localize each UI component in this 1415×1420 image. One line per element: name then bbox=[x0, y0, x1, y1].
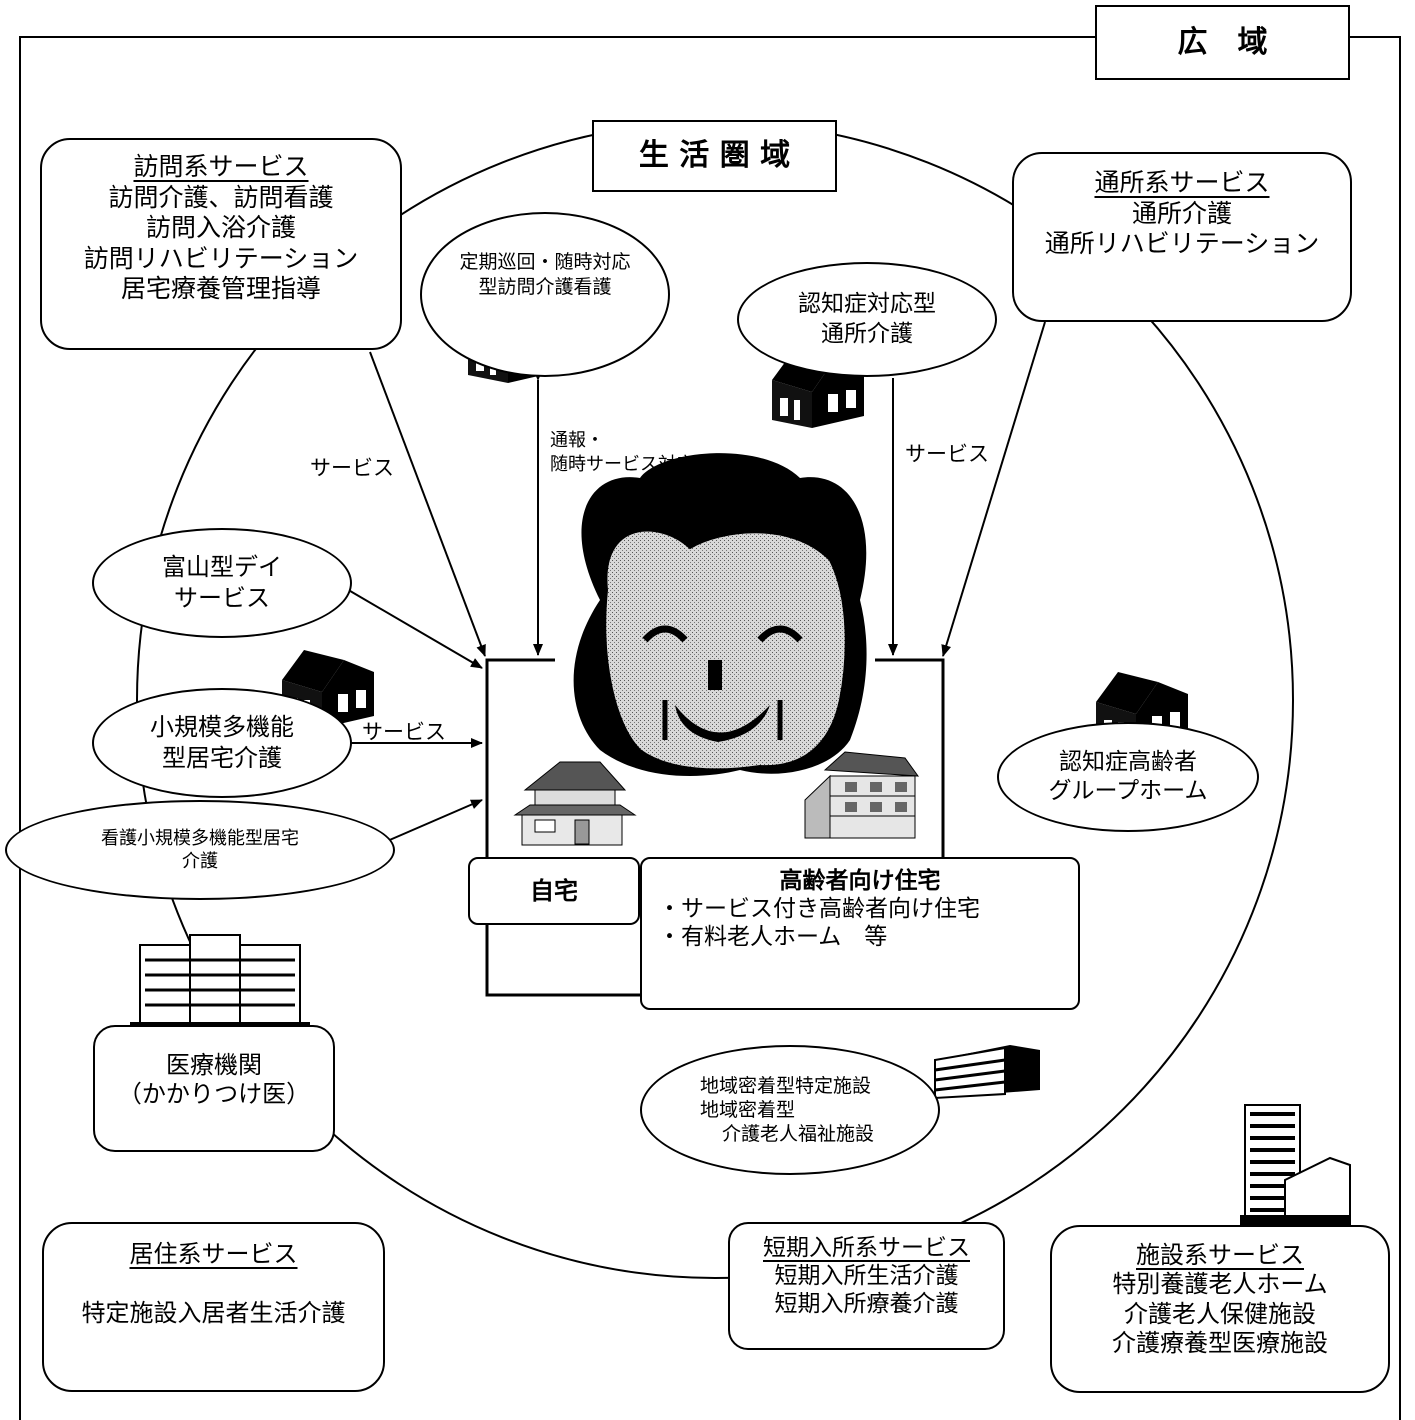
dementia-group-home-line: 認知症高齢者 bbox=[1059, 748, 1197, 775]
wide-area-frame bbox=[19, 36, 1401, 1420]
toyama-day-line: 富山型デイ bbox=[162, 553, 282, 582]
life-area-label: 生 活 圏 域 bbox=[592, 120, 837, 192]
residential-box: 居住系サービス 特定施設入居者生活介護 bbox=[42, 1222, 385, 1392]
central-enclosure bbox=[485, 658, 945, 997]
visit-services-title: 訪問系サービス bbox=[133, 152, 309, 181]
short-stay-item: 短期入所生活介護 bbox=[774, 1263, 959, 1290]
periodic-visit-ellipse: 定期巡回・随時対応 型訪問介護看護 bbox=[420, 212, 670, 377]
medical-line: 医療機関 bbox=[166, 1051, 262, 1079]
arrow-nursing bbox=[384, 799, 483, 843]
tall-facility-icon bbox=[1240, 1104, 1351, 1231]
arrow-day-services bbox=[941, 321, 1046, 657]
elderly-housing-title: 高齢者向け住宅 bbox=[779, 868, 941, 894]
day-services-item: 通所介護 bbox=[1131, 198, 1232, 228]
periodic-visit-line: 型訪問介護看護 bbox=[478, 275, 612, 298]
short-stay-item: 短期入所療養介護 bbox=[774, 1291, 959, 1318]
periodic-visit-line: 定期巡回・随時対応 bbox=[459, 251, 631, 274]
facility-services-item: 介護療養型医療施設 bbox=[1112, 1328, 1328, 1357]
visit-services-item: 訪問リハビリテーション bbox=[83, 243, 359, 273]
dementia-day-ellipse: 認知症対応型 通所介護 bbox=[737, 262, 997, 377]
home-label: 自宅 bbox=[530, 877, 578, 905]
visit-services-box: 訪問系サービス 訪問介護、訪問看護 訪問入浴介護 訪問リハビリテーション 居宅療… bbox=[40, 138, 402, 350]
short-stay-box: 短期入所系サービス 短期入所生活介護 短期入所療養介護 bbox=[728, 1222, 1005, 1350]
visit-services-item: 訪問介護、訪問看護 bbox=[108, 182, 334, 212]
dementia-group-home-line: グループホーム bbox=[1048, 778, 1208, 804]
facility-services-item: 特別養護老人ホーム bbox=[1112, 1270, 1328, 1299]
community-facility-line: 地域密着型 bbox=[700, 1098, 796, 1121]
nursing-small-multi-line: 介護 bbox=[182, 851, 218, 872]
notify-label-1: 通報・ bbox=[550, 430, 604, 451]
facility-services-item: 介護老人保健施設 bbox=[1124, 1299, 1316, 1328]
dementia-group-home-ellipse: 認知症高齢者 グループホーム bbox=[997, 722, 1259, 832]
short-stay-title: 短期入所系サービス bbox=[763, 1235, 970, 1261]
service-label-small-multi: サービス bbox=[362, 720, 446, 744]
small-multi-line: 小規模多機能 bbox=[150, 713, 294, 742]
community-facility-ellipse: 地域密着型特定施設 地域密着型 介護老人福祉施設 bbox=[640, 1045, 940, 1175]
office-building-icon bbox=[934, 1045, 1040, 1100]
facility-services-box: 施設系サービス 特別養護老人ホーム 介護老人保健施設 介護療養型医療施設 bbox=[1050, 1225, 1390, 1393]
life-area-title: 生 活 圏 域 bbox=[638, 138, 791, 173]
medical-box: 医療機関 （かかりつけ医） bbox=[93, 1025, 335, 1152]
toyama-day-line: サービス bbox=[174, 584, 270, 612]
visit-services-item: 訪問入浴介護 bbox=[145, 213, 296, 242]
residential-item: 特定施設入居者生活介護 bbox=[81, 1299, 346, 1328]
service-label-right: サービス bbox=[905, 442, 989, 466]
elderly-housing-item: ・有料老人ホーム 等 bbox=[658, 924, 888, 951]
small-multi-ellipse: 小規模多機能 型居宅介護 bbox=[92, 688, 352, 798]
apartment-icon bbox=[804, 751, 920, 839]
home-box: 自宅 bbox=[468, 857, 640, 925]
elderly-housing-box: 高齢者向け住宅 ・サービス付き高齢者向け住宅 ・有料老人ホーム 等 bbox=[640, 857, 1080, 1010]
nursing-small-multi-line: 看護小規模多機能型居宅 bbox=[101, 827, 299, 849]
nursing-small-multi-ellipse: 看護小規模多機能型居宅 介護 bbox=[5, 800, 395, 900]
arrow-visit bbox=[369, 351, 486, 657]
dementia-day-line: 通所介護 bbox=[821, 320, 913, 347]
dementia-day-line: 認知症対応型 bbox=[798, 291, 936, 318]
residential-title: 居住系サービス bbox=[129, 1240, 298, 1268]
elderly-housing-item: ・サービス付き高齢者向け住宅 bbox=[658, 896, 980, 923]
day-services-box: 通所系サービス 通所介護 通所リハビリテーション bbox=[1012, 152, 1352, 322]
community-facility-line: 介護老人福祉施設 bbox=[722, 1123, 875, 1146]
arrow-toyama bbox=[344, 587, 483, 669]
hospital-building-icon bbox=[130, 934, 310, 1028]
wide-area-title: 広 域 bbox=[1177, 25, 1268, 60]
medical-line: （かかりつけ医） bbox=[117, 1080, 311, 1109]
facility-services-title: 施設系サービス bbox=[1136, 1241, 1304, 1269]
toyama-day-ellipse: 富山型デイ サービス bbox=[92, 528, 352, 638]
wide-area-label: 広 域 bbox=[1095, 5, 1350, 80]
visit-services-item: 居宅療養管理指導 bbox=[120, 274, 321, 303]
day-services-item: 通所リハビリテーション bbox=[1044, 229, 1320, 258]
day-services-title: 通所系サービス bbox=[1094, 168, 1270, 197]
elderly-woman-face-icon bbox=[573, 453, 867, 776]
detached-house-icon bbox=[513, 761, 637, 846]
service-label-left: サービス bbox=[310, 456, 394, 480]
community-facility-line: 地域密着型特定施設 bbox=[700, 1074, 872, 1097]
notify-label-2: 随時サービス対応 bbox=[550, 454, 694, 475]
small-multi-line: 型居宅介護 bbox=[162, 744, 282, 772]
